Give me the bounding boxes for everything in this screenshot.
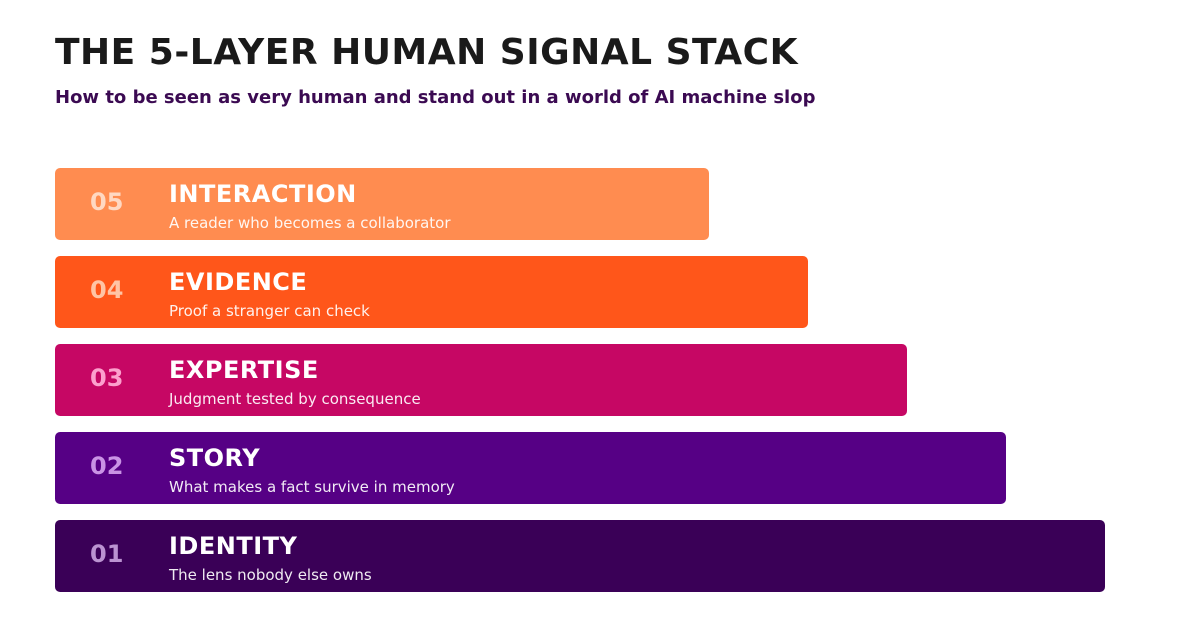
layer-description: Judgment tested by consequence: [169, 390, 421, 408]
layer-number: 04: [90, 276, 124, 304]
page-title: THE 5-LAYER HUMAN SIGNAL STACK: [55, 32, 798, 73]
layer-description: The lens nobody else owns: [169, 566, 372, 584]
layer-description: A reader who becomes a collaborator: [169, 214, 451, 232]
layer-number: 01: [90, 540, 124, 568]
layer-number: 03: [90, 364, 124, 392]
layer-expertise: 03 EXPERTISE Judgment tested by conseque…: [55, 344, 907, 416]
layer-name: EXPERTISE: [169, 356, 319, 384]
layer-description: Proof a stranger can check: [169, 302, 370, 320]
layer-name: IDENTITY: [169, 532, 298, 560]
layer-name: STORY: [169, 444, 261, 472]
layer-description: What makes a fact survive in memory: [169, 478, 455, 496]
page-subtitle: How to be seen as very human and stand o…: [55, 87, 816, 108]
layer-interaction: 05 INTERACTION A reader who becomes a co…: [55, 168, 709, 240]
layer-evidence: 04 EVIDENCE Proof a stranger can check: [55, 256, 808, 328]
signal-stack: 05 INTERACTION A reader who becomes a co…: [55, 168, 1155, 608]
layer-name: INTERACTION: [169, 180, 357, 208]
layer-number: 02: [90, 452, 124, 480]
layer-identity: 01 IDENTITY The lens nobody else owns: [55, 520, 1105, 592]
layer-story: 02 STORY What makes a fact survive in me…: [55, 432, 1006, 504]
layer-number: 05: [90, 188, 124, 216]
layer-name: EVIDENCE: [169, 268, 308, 296]
